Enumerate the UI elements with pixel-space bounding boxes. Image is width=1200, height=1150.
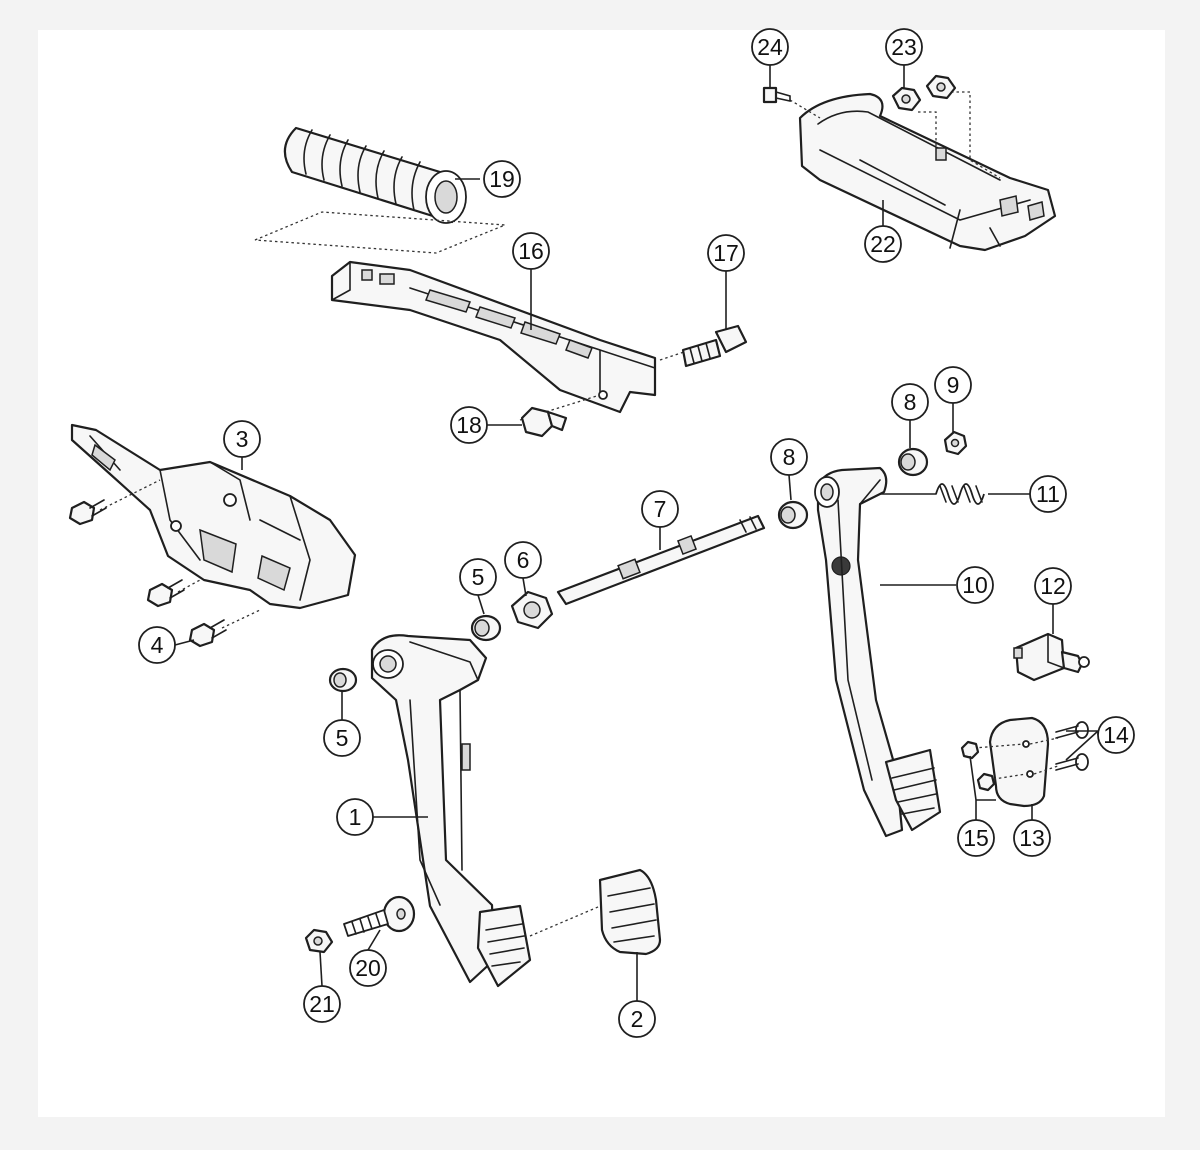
- part-18-bolt: [520, 406, 568, 438]
- callout-13: 13: [1013, 819, 1051, 857]
- part-5-bushing-lower: [328, 667, 358, 693]
- callout-19: 19: [483, 160, 521, 198]
- callout-8-right-label: 8: [904, 389, 917, 415]
- part-6-nut: [510, 590, 554, 630]
- callout-16: 16: [512, 232, 550, 270]
- callout-10-label: 10: [962, 572, 988, 598]
- callout-15: 15: [957, 819, 995, 857]
- callout-2: 2: [618, 1000, 656, 1038]
- part-19-rubber-boot: [283, 126, 467, 224]
- callout-13-label: 13: [1019, 825, 1045, 851]
- callout-7-label: 7: [654, 496, 667, 522]
- callout-24: 24: [751, 28, 789, 66]
- part-2-pedal-pad: [598, 868, 662, 956]
- callout-11-label: 11: [1036, 481, 1060, 507]
- part-20-bolt: [343, 895, 416, 937]
- callout-8-left-label: 8: [783, 444, 796, 470]
- part-9-nut: [943, 430, 968, 456]
- callout-18-label: 18: [456, 412, 482, 438]
- callout-1: 1: [336, 798, 374, 836]
- part-22-bracket: [798, 92, 1057, 252]
- callout-2-label: 2: [631, 1006, 644, 1032]
- callout-23-label: 23: [891, 34, 917, 60]
- callout-5-upper: 5: [459, 558, 497, 596]
- part-7-shaft: [556, 514, 766, 606]
- callout-19-label: 19: [489, 166, 515, 192]
- part-16-support-bar: [330, 260, 657, 414]
- callout-14-label: 14: [1103, 722, 1129, 748]
- callout-5-lower-label: 5: [336, 725, 349, 751]
- callout-11: 11: [1029, 475, 1067, 513]
- callout-12-label: 12: [1040, 573, 1066, 599]
- callout-4: 4: [138, 626, 176, 664]
- callout-17: 17: [707, 234, 745, 272]
- callout-10: 10: [956, 566, 994, 604]
- callout-24-label: 24: [757, 34, 783, 60]
- part-5-bushing-upper: [470, 614, 502, 642]
- part-11-spring: [879, 483, 985, 505]
- callout-9: 9: [934, 366, 972, 404]
- part-17-bolt: [681, 324, 748, 368]
- callout-8-left: 8: [770, 438, 808, 476]
- part-24-screw: [762, 86, 791, 104]
- callout-22-label: 22: [870, 231, 896, 257]
- callout-6-label: 6: [517, 547, 530, 573]
- part-23-nuts: [891, 74, 957, 112]
- part-1-clutch-pedal: [370, 634, 532, 988]
- callout-23: 23: [885, 28, 923, 66]
- callout-5-lower: 5: [323, 719, 361, 757]
- callout-4-label: 4: [151, 632, 164, 658]
- callout-1-label: 1: [349, 804, 362, 830]
- callout-14: 14: [1097, 716, 1135, 754]
- callout-20-label: 20: [355, 955, 381, 981]
- callout-3: 3: [223, 420, 261, 458]
- callout-8-right: 8: [891, 383, 929, 421]
- part-10-brake-pedal: [814, 466, 942, 838]
- boot-seat-outline: [254, 211, 506, 254]
- callout-15-label: 15: [963, 825, 989, 851]
- callout-5-upper-label: 5: [472, 564, 485, 590]
- callout-17-label: 17: [713, 240, 739, 266]
- callout-16-label: 16: [518, 238, 544, 264]
- callout-21-label: 21: [309, 991, 335, 1017]
- callout-20: 20: [349, 949, 387, 987]
- part-8-bushing-left: [777, 500, 809, 530]
- part-14-screws: [1055, 721, 1089, 771]
- callout-22: 22: [864, 225, 902, 263]
- part-15-nuts: [960, 740, 996, 792]
- part-3-mounting-bracket: [70, 423, 357, 610]
- part-12-switch: [1013, 632, 1090, 682]
- callout-7: 7: [641, 490, 679, 528]
- callout-18: 18: [450, 406, 488, 444]
- part-21-nut: [304, 928, 334, 954]
- callout-21: 21: [303, 985, 341, 1023]
- callout-6: 6: [504, 541, 542, 579]
- callout-12: 12: [1034, 567, 1072, 605]
- part-3-bolts: [68, 499, 227, 648]
- part-13-brake-pad: [988, 716, 1050, 808]
- part-8-bushing-right: [897, 447, 929, 477]
- callout-9-label: 9: [947, 372, 960, 398]
- callout-3-label: 3: [236, 426, 249, 452]
